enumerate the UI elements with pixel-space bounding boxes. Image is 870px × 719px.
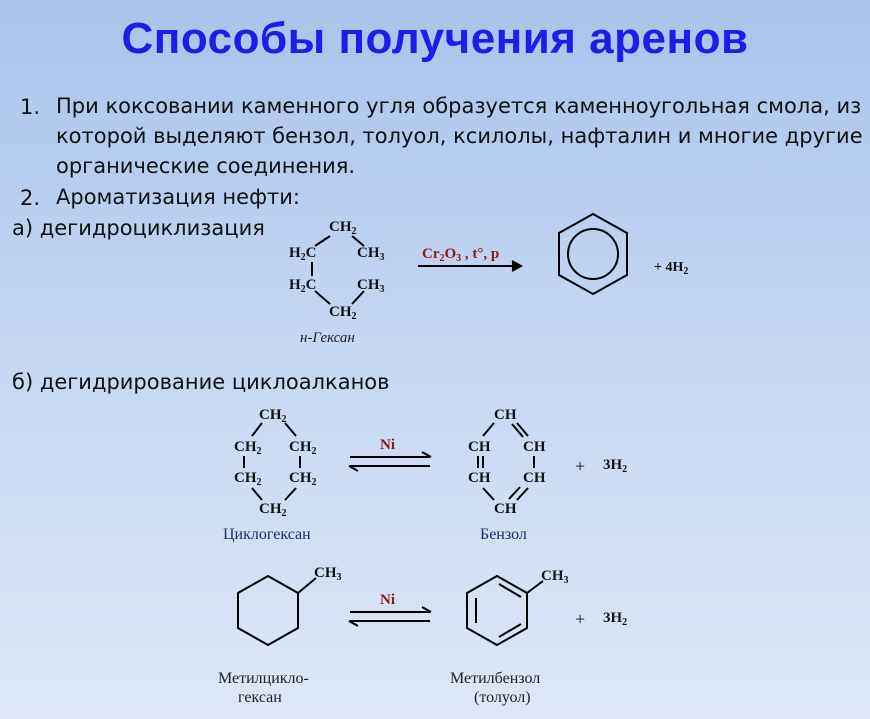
r1-conditions: Cr2O3 , t°, p [422, 246, 500, 264]
r2-caption-benzene: Бензол [480, 526, 527, 543]
r2-benz-ch-bottom: CH [494, 501, 517, 517]
r2-benz-ch-ur: CH [523, 439, 546, 455]
r3-catalyst-ni: Ni [380, 592, 395, 608]
r3-caption-right-2: (толуол) [474, 689, 531, 706]
r1-ch2-bottom: CH2 [329, 304, 357, 322]
r1-caption-hexane: н-Гексан [300, 330, 355, 346]
item-1-line-1: При коксовании каменного угля образуется… [56, 94, 862, 118]
r3-caption-left-2: гексан [238, 689, 282, 706]
r2-catalyst-ni: Ni [380, 437, 395, 453]
list-number-2: 2. [20, 186, 41, 210]
r2-cyclo-ch2-bottom: CH2 [259, 501, 287, 519]
item-1-line-3: органические соединения. [56, 154, 356, 178]
r2-benz-ch-top: CH [494, 407, 517, 423]
r1-ch3-2: CH3 [357, 277, 385, 295]
r2-cyclo-ch2-ur: CH2 [289, 439, 317, 457]
r2-benz-ch-ll: CH [468, 470, 491, 486]
r2-plus: + [575, 456, 586, 476]
r1-h2c-1: H2C [289, 245, 317, 263]
r1-ch2-top: CH2 [329, 219, 357, 237]
r3-plus: + [575, 609, 586, 629]
r2-benz-ch-lr: CH [523, 470, 546, 486]
r2-caption-cyclohexane: Циклогексан [223, 526, 311, 543]
item-2-line-1: Ароматизация нефти: [56, 185, 300, 209]
r2-cyclo-ch2-ul: CH2 [234, 439, 262, 457]
r2-cyclo-ch2-top: CH2 [259, 407, 287, 425]
r1-h2c-2: H2C [289, 277, 317, 295]
r3-3h2: 3H2 [603, 610, 628, 628]
r2-benz-ch-ul: CH [468, 439, 491, 455]
r3-caption-left-1: Метилцикло- [218, 670, 309, 687]
r2-cyclo-ch2-ll: CH2 [234, 470, 262, 488]
r3-methyl-right: CH3 [541, 568, 569, 586]
section-b-heading: б) дегидрирование циклоалканов [12, 370, 390, 394]
r1-ch3-1: CH3 [357, 245, 385, 263]
r2-3h2: 3H2 [603, 457, 628, 475]
r3-methyl-left: CH3 [314, 565, 342, 583]
slide-title: Способы получения аренов [121, 14, 749, 63]
r2-cyclo-ch2-lr: CH2 [289, 470, 317, 488]
list-number-1: 1. [20, 95, 41, 119]
section-a-heading: а) дегидроциклизация [12, 216, 265, 240]
r3-caption-right-1: Метилбензол [450, 670, 541, 687]
item-1-line-2: которой выделяют бензол, толуол, ксилолы… [56, 124, 863, 148]
r1-plus-4h2: + 4H2 [654, 260, 689, 277]
